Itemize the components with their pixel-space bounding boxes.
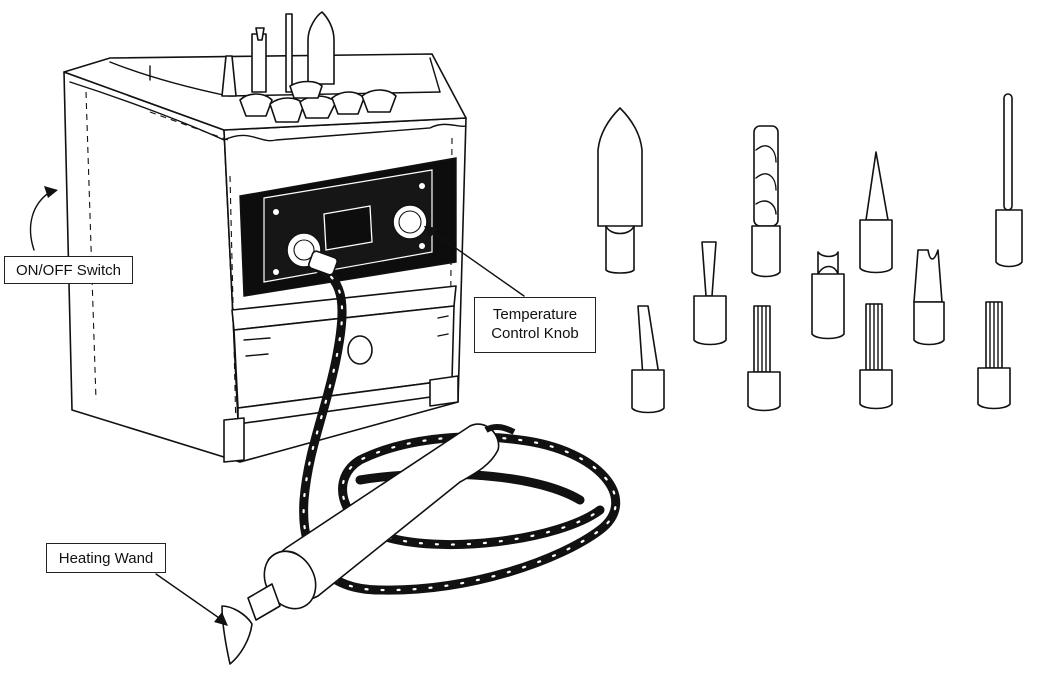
blade-tip: [693, 241, 727, 346]
temperature-label-line1: Temperature: [492, 306, 578, 323]
heating-wand[interactable]: [221, 423, 516, 665]
knob-inner-ring: [398, 210, 422, 234]
on-off-switch-label: ON/OFF Switch: [4, 256, 133, 284]
drawer-knob[interactable]: [347, 335, 373, 365]
wand-blade-tip: [221, 605, 253, 665]
wand-strain-relief: [484, 423, 516, 435]
wand-neck: [247, 583, 281, 621]
split-tip: [811, 251, 845, 340]
tray-rim-edge: [149, 57, 441, 93]
panel-screw: [273, 269, 279, 275]
temperature-arrowhead: [424, 226, 438, 238]
station-foot: [223, 417, 245, 463]
panel-screw: [273, 209, 279, 215]
side-dash-2: [149, 111, 229, 141]
chisel-tip: [631, 305, 665, 414]
drawer-brackets: [243, 315, 449, 357]
front-dash-1: [229, 175, 237, 431]
multi-wire-tip: [977, 301, 1011, 410]
stored-tips: [221, 11, 397, 123]
heat-station: [63, 11, 467, 463]
gouge-tip: [913, 249, 945, 346]
cord-plug: [308, 250, 338, 276]
multi-wire-tip: [747, 305, 781, 412]
cone-tip: [859, 151, 893, 274]
temperature-control-knob-label: Temperature Control Knob: [474, 297, 596, 353]
on-off-switch-text: ON/OFF Switch: [15, 262, 121, 279]
tips-collection: [597, 93, 1023, 414]
round-rod-tip: [995, 93, 1023, 268]
leader-lines: [29, 186, 525, 626]
wand-leader: [155, 573, 223, 621]
top-front-edge: [69, 81, 467, 142]
onoff-leader: [29, 191, 51, 251]
side-dash-1: [85, 91, 97, 401]
spiral-tip: [751, 125, 781, 278]
temperature-display: [323, 205, 373, 251]
wand-arrowhead: [214, 612, 228, 626]
temperature-label-line2: Control Knob: [491, 325, 579, 342]
onoff-arrowhead: [44, 186, 58, 198]
wand-collar-line: [267, 550, 301, 561]
station-foot: [429, 375, 459, 407]
multi-wire-tip: [859, 303, 893, 410]
heating-wand-text: Heating Wand: [58, 550, 154, 567]
pointed-tip: [597, 107, 643, 274]
panel-screw: [419, 243, 425, 249]
temperature-control-knob[interactable]: [392, 204, 428, 240]
temperature-leader: [429, 229, 525, 297]
socket-inner: [293, 239, 315, 261]
panel-screw: [419, 183, 425, 189]
heating-wand-label: Heating Wand: [46, 543, 166, 573]
